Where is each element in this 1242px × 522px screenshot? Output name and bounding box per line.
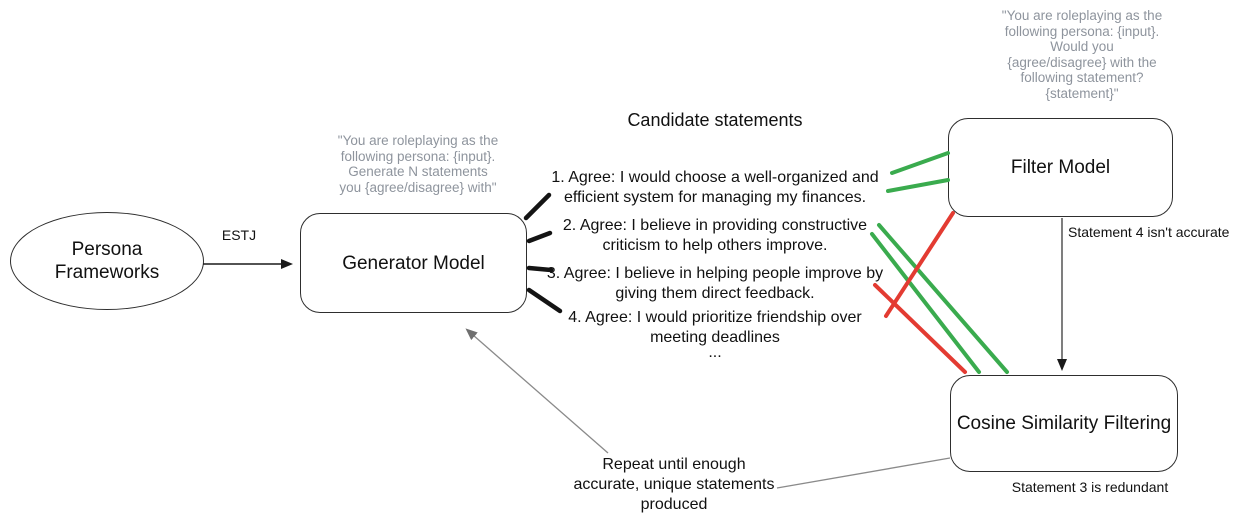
candidate-statements-ellipsis: ... [708, 344, 722, 361]
candidates-title: Candidate statements [627, 110, 803, 130]
node-cosine-similarity-filtering: Cosine Similarity Filtering [950, 375, 1178, 472]
generator-prompt-text: "You are roleplaying as the following pe… [337, 133, 499, 195]
node-generator-model: Generator Model [300, 213, 527, 313]
filter-prompt-text: "You are roleplaying as the following pe… [1001, 8, 1163, 101]
node-filter-model: Filter Model [948, 118, 1173, 217]
cosine-result-note: Statement 3 is redundant [1011, 479, 1169, 495]
candidate-statement-1: 1. Agree: I would choose a well-organize… [551, 169, 879, 206]
accept-line-stmt1-filter [890, 151, 950, 175]
candidate-statement-4: 4. Agree: I would prioritize friendship … [568, 309, 862, 346]
generator-model-label: Generator Model [342, 252, 485, 274]
candidate-statement-2: 2. Agree: I believe in providing constru… [562, 217, 868, 254]
persona-frameworks-label: Persona Frameworks [54, 239, 160, 283]
candidate-statement-3: 3. Agree: I believe in helping people im… [546, 265, 884, 302]
cosine-similarity-filtering-label: Cosine Similarity Filtering [956, 413, 1172, 434]
repeat-loop-note: Repeat until enough accurate, unique sta… [573, 456, 775, 513]
estj-edge-label: ESTJ [221, 227, 257, 243]
node-persona-frameworks: Persona Frameworks [10, 212, 204, 310]
cosine-to-repeat-line [776, 457, 951, 489]
filter-model-label: Filter Model [1010, 157, 1111, 178]
filter-result-note: Statement 4 isn't accurate [1068, 224, 1230, 240]
